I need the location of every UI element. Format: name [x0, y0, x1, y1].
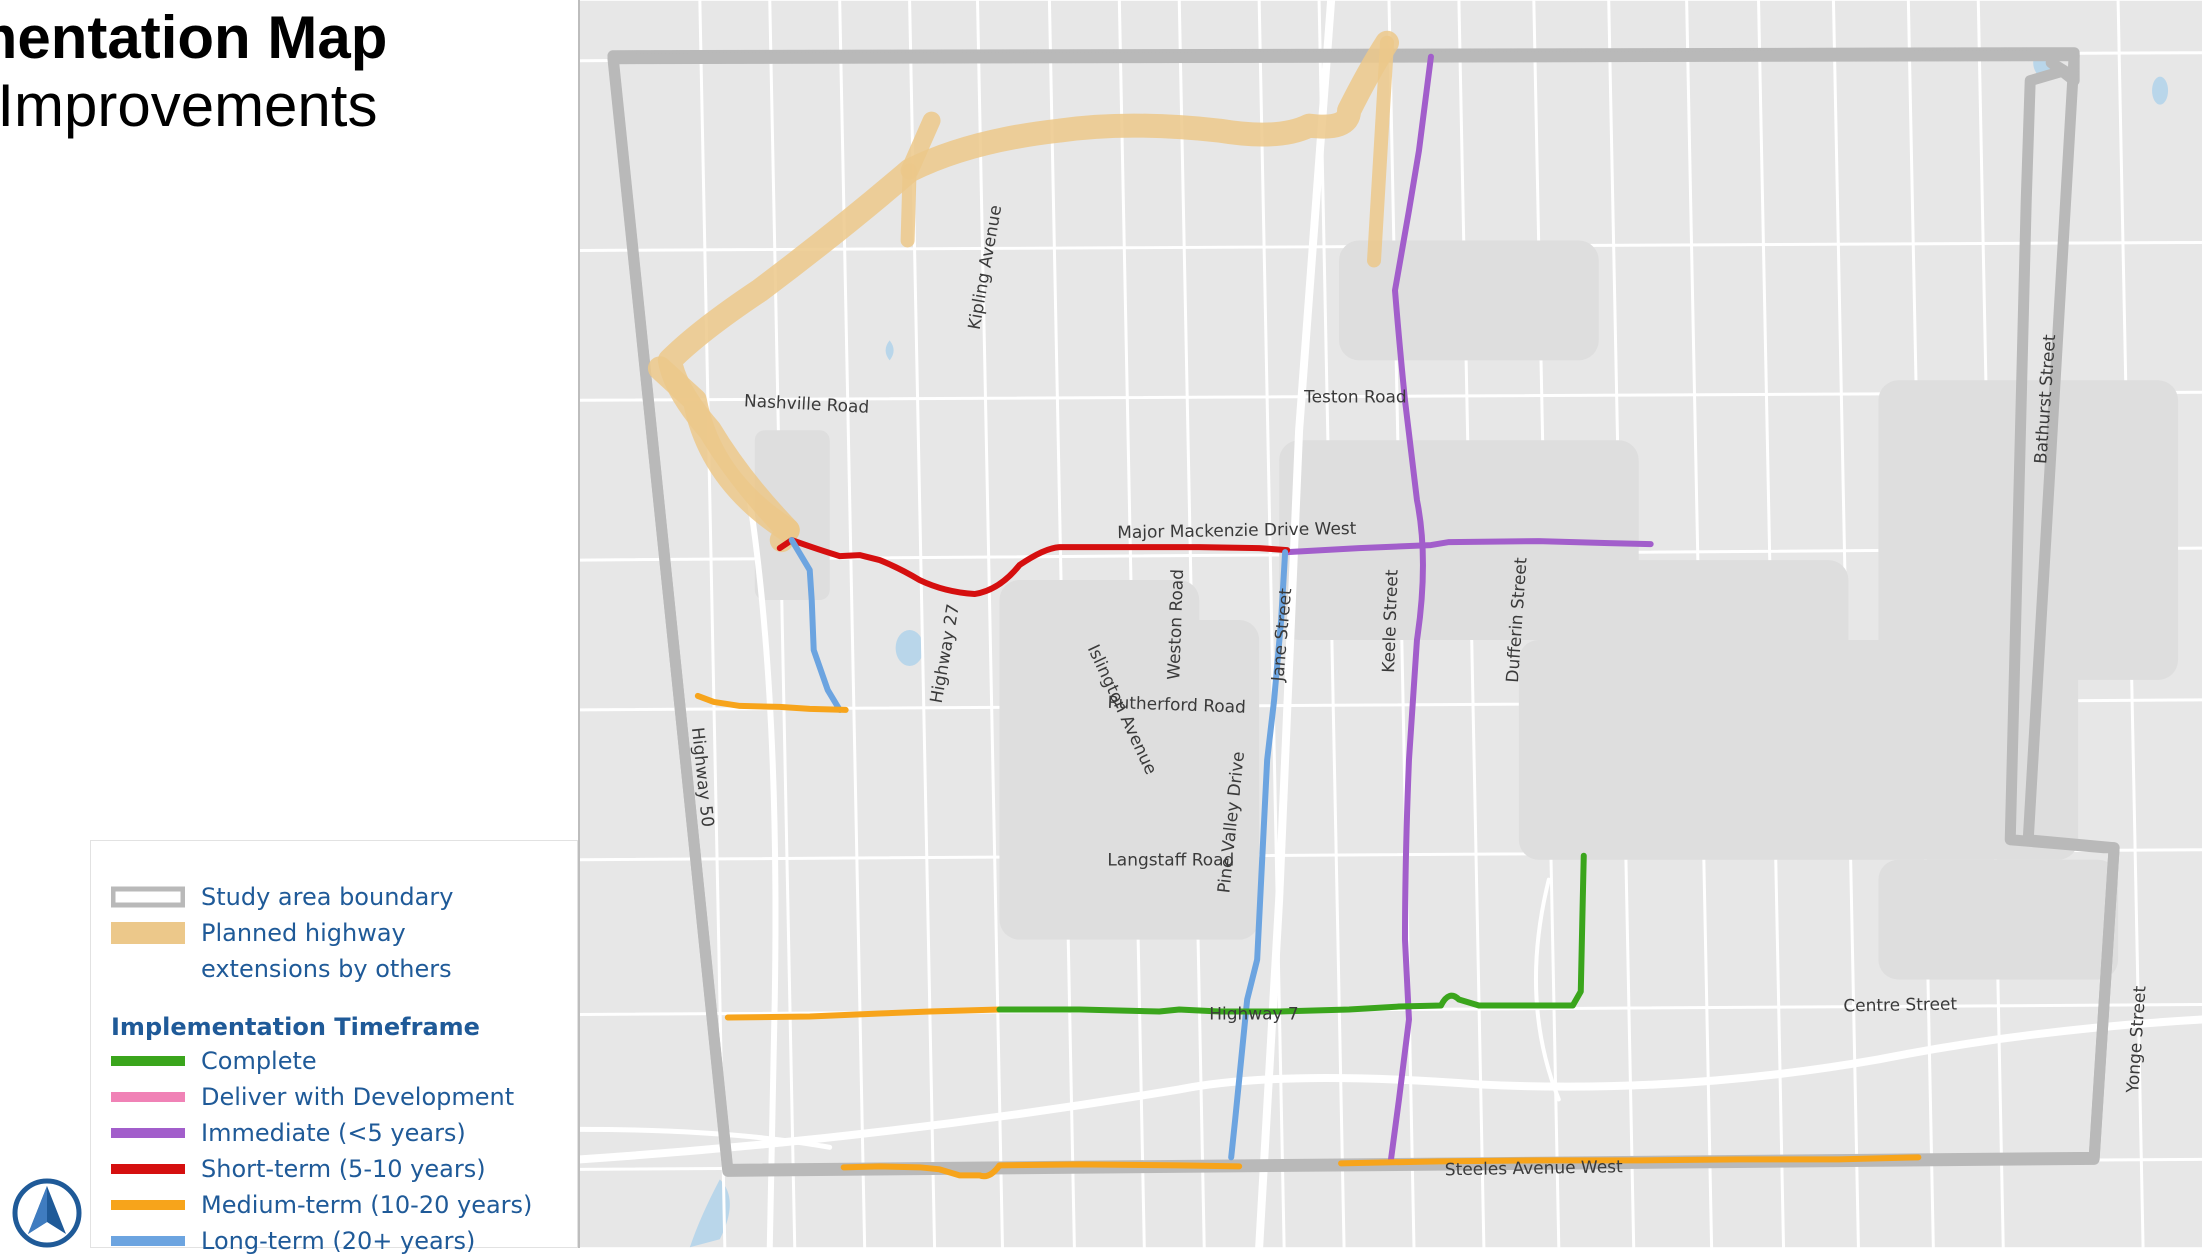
legend-label-long-term: Long-term (20+ years) — [201, 1227, 476, 1255]
map-legend: Study area boundary Planned highway exte… — [90, 840, 578, 1255]
legend-item-short-term: Short-term (5-10 years) — [111, 1153, 486, 1185]
compass-arrow-icon — [12, 1178, 82, 1248]
legend-swatch-long-term — [111, 1236, 185, 1246]
legend-label-immediate: Immediate (<5 years) — [201, 1119, 466, 1147]
rutherford-mediumterm-line — [694, 692, 849, 713]
legend-item-planned: Planned highway — [111, 917, 406, 949]
legend-item-long-term: Long-term (20+ years) — [111, 1225, 475, 1257]
label-keele-street: Keele Street — [1379, 569, 1403, 673]
legend-label-development: Deliver with Development — [201, 1083, 515, 1111]
legend-swatch-complete — [111, 1056, 185, 1066]
urban-areas — [754, 240, 2179, 980]
legend-swatch-short-term — [111, 1164, 185, 1174]
legend-swatch-medium-term — [111, 1200, 185, 1210]
keele-immediate-line — [1388, 53, 1434, 1163]
legend-heading: Implementation Timeframe — [111, 1013, 480, 1041]
jane-longterm-line — [1228, 549, 1289, 1161]
steeles-mediumterm-line — [840, 1161, 1243, 1180]
legend-item-immediate: Immediate (<5 years) — [111, 1117, 466, 1149]
legend-item-boundary: Study area boundary — [111, 881, 453, 913]
legend-item-complete: Complete — [111, 1045, 317, 1077]
major-mackenzie-shortterm-line — [776, 537, 1291, 598]
map[interactable]: Nashville Road Kipling Avenue Teston Roa… — [578, 0, 2202, 1248]
legend-label-boundary: Study area boundary — [201, 883, 454, 911]
improvement-lines — [694, 53, 1922, 1180]
steeles-east-mediumterm-line — [1338, 1154, 1922, 1167]
highway7-mediumterm-line — [724, 1006, 1003, 1021]
label-weston-road: Weston Road — [1164, 569, 1188, 680]
major-mackenzie-immediate-line — [1284, 538, 1654, 556]
legend-label-medium-term: Medium-term (10-20 years) — [201, 1191, 533, 1219]
legend-swatch-boundary — [111, 886, 185, 908]
label-steeles-avenue-west: Steeles Avenue West — [1445, 1157, 1624, 1180]
highways — [580, 0, 2202, 1248]
label-teston-road: Teston Road — [1303, 387, 1407, 407]
label-major-mackenzie-drive-west: Major Mackenzie Drive West — [1117, 519, 1357, 543]
study-area-boundary-main — [607, 50, 2120, 1175]
legend-item-medium-term: Medium-term (10-20 years) — [111, 1189, 532, 1221]
label-centre-street: Centre Street — [1843, 995, 1957, 1017]
label-rutherford-road: Rutherford Road — [1107, 693, 1246, 718]
page-subtitle: : Improvements — [0, 72, 378, 139]
legend-label-short-term: Short-term (5-10 years) — [201, 1155, 486, 1183]
legend-label-complete: Complete — [201, 1047, 317, 1075]
highway7-complete-line — [996, 852, 1587, 1015]
page-title: mentation Map — [0, 4, 388, 71]
legend-label-planned-line1: Planned highway — [201, 919, 406, 947]
label-langstaff-road: Langstaff Road — [1107, 851, 1234, 871]
legend-swatch-development — [111, 1092, 185, 1102]
title-block: mentation Map : Improvements — [0, 4, 584, 140]
planned-highway-extensions — [647, 30, 1399, 553]
legend-label-planned-line2: extensions by others — [201, 955, 452, 983]
legend-item-development: Deliver with Development — [111, 1081, 514, 1113]
label-highway-7: Highway 7 — [1209, 1005, 1299, 1025]
legend-swatch-immediate — [111, 1128, 185, 1138]
western-longterm-line — [788, 537, 843, 713]
legend-swatch-planned — [111, 922, 185, 944]
